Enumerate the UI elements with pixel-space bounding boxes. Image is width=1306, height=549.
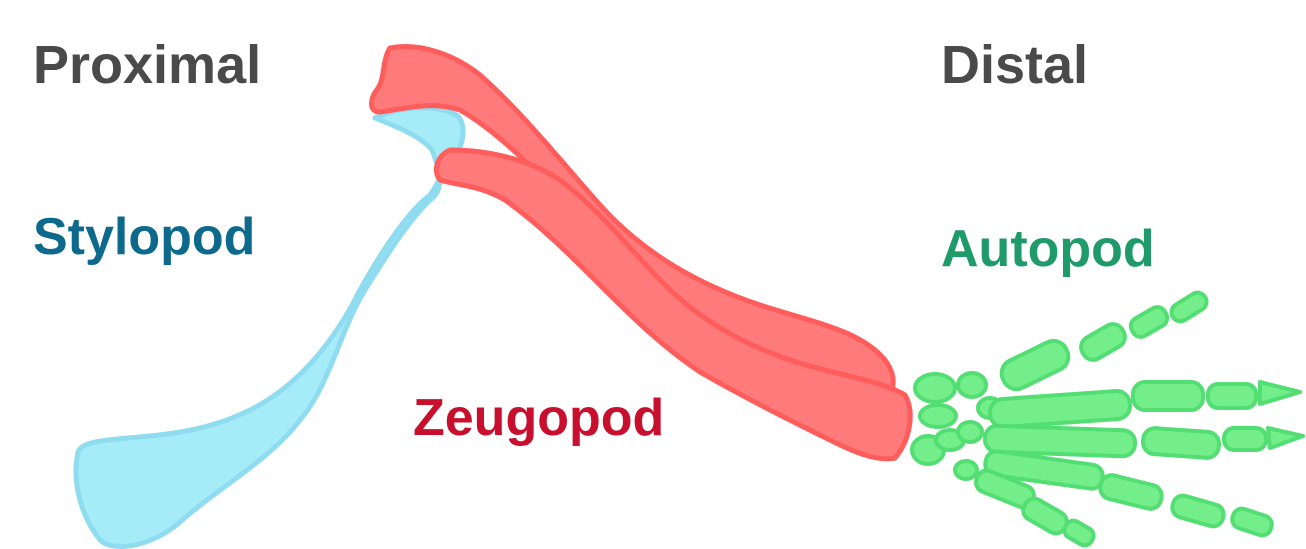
- phalanx-bone: [1098, 473, 1164, 511]
- carpal-bone: [915, 374, 955, 402]
- carpal-bone: [958, 422, 982, 442]
- phalanx-bone: [1170, 493, 1226, 528]
- phalanx-bone: [1268, 428, 1303, 448]
- phalanx-bone: [1077, 320, 1129, 364]
- phalanx-bone: [1224, 428, 1266, 450]
- stylopod-bone: [76, 108, 463, 547]
- metacarpal-bone: [997, 336, 1073, 394]
- distal-label: Distal: [941, 38, 1088, 92]
- phalanx-bone: [1142, 427, 1220, 458]
- autopod-bones: [912, 289, 1303, 548]
- phalanx-bone: [1133, 382, 1203, 410]
- phalanx-bone: [1230, 506, 1274, 537]
- phalanx-bone: [1128, 304, 1171, 340]
- autopod-label: Autopod: [941, 223, 1155, 275]
- carpal-bone: [955, 461, 977, 479]
- phalanx-bone: [1062, 518, 1097, 549]
- phalanx-bone: [1260, 382, 1300, 404]
- phalanx-bone: [1168, 289, 1210, 324]
- phalanx-bone: [1208, 384, 1256, 408]
- metacarpal-bone: [989, 390, 1131, 428]
- proximal-label: Proximal: [33, 38, 261, 92]
- stylopod-label: Stylopod: [33, 211, 255, 263]
- carpal-bone: [958, 373, 986, 397]
- carpal-bone: [920, 405, 956, 427]
- zeugopod-label: Zeugopod: [413, 392, 664, 444]
